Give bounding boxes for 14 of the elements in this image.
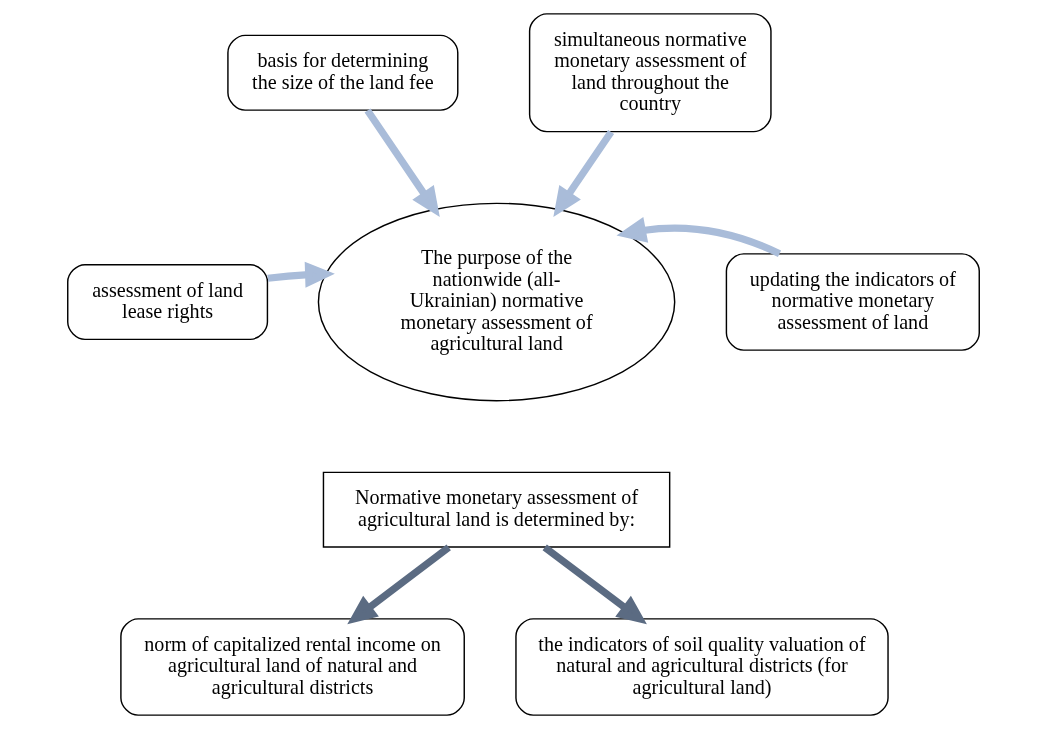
arrow [266, 261, 335, 288]
arrow [364, 108, 440, 217]
node-box: assessment of land lease rights [66, 263, 268, 341]
node-box: Normative monetary assessment of agricultural land is determined by: [322, 471, 670, 548]
node-box: basis for determining the size of the land fee [226, 34, 458, 111]
arrow [346, 544, 451, 625]
node-box: updating the indicators of normative monetary assessment of land [725, 253, 980, 351]
arrow [616, 217, 781, 257]
node-box: the indicators of soil quality valuation of natural and agricultural districts (for agricultural land) [514, 618, 889, 716]
arrow [552, 129, 614, 217]
arrow [542, 544, 647, 625]
node-box: norm of capitalized rental income on agricultural land of natural and agricultural districts [119, 618, 465, 716]
node-ellipse: The purpose of the nationwide (all-Ukrainian) normative monetary assessment of agricultural land [317, 202, 675, 402]
node-box: simultaneous normative monetary assessment of land throughout the country [528, 13, 772, 133]
